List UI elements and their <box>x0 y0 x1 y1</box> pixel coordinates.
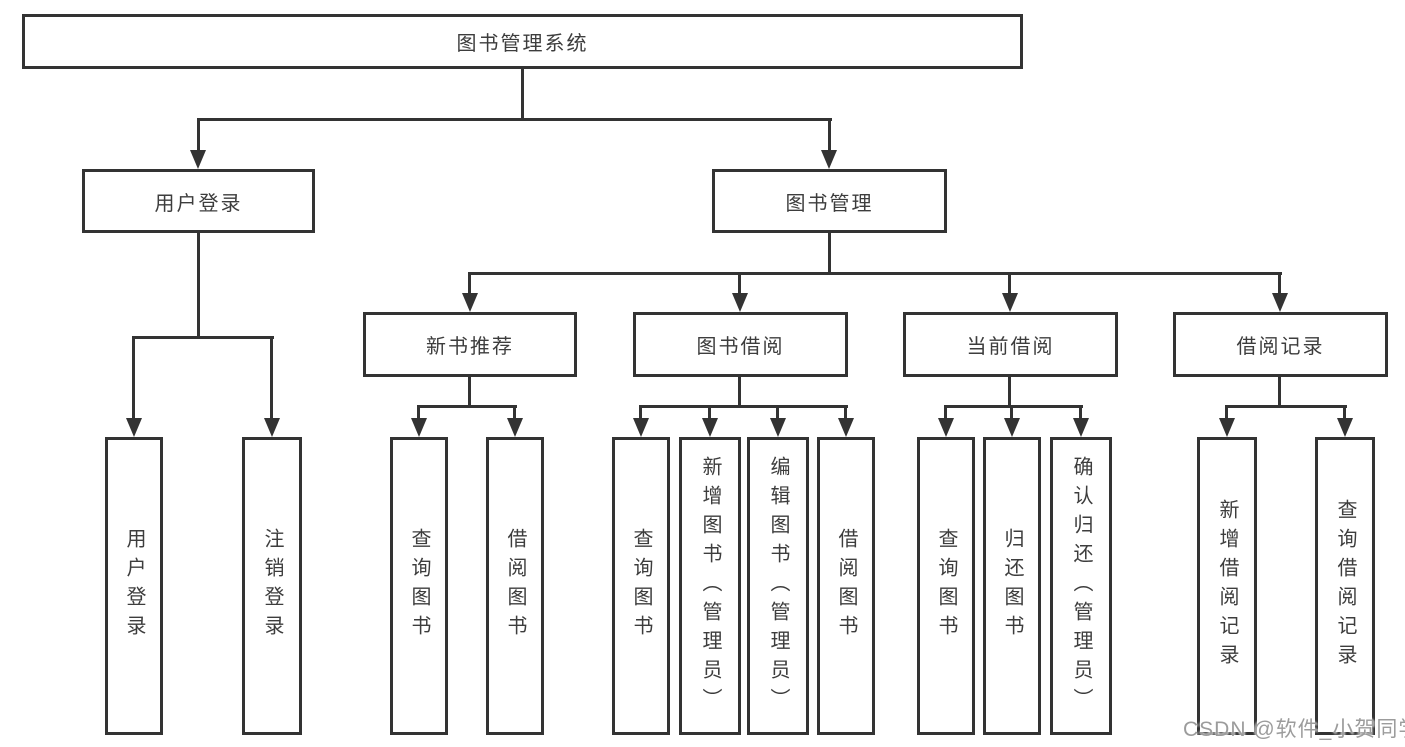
node-new-book-rec-label: 新书推荐 <box>426 336 514 358</box>
connector-current-borrow-feed <box>1008 377 1011 408</box>
connector-stub <box>944 408 947 419</box>
connector-rail <box>417 405 517 408</box>
node-new-book-rec: 新书推荐 <box>363 312 577 377</box>
leaf-logout: 注销登录 <box>242 437 302 735</box>
leaf-query-books-c: 查询图书 <box>917 437 975 735</box>
connector-stub <box>708 408 711 419</box>
connector-book-mgmt-feed <box>828 233 831 275</box>
connector-level2-rail <box>197 118 832 121</box>
leaf-query-books-b: 查询图书 <box>612 437 670 735</box>
leaf-return-book: 归还图书 <box>983 437 1041 735</box>
connector-stub <box>844 408 847 419</box>
leaf-confirm-return-label: 确认归还（管理员） <box>1070 455 1092 717</box>
arrow-down-icon <box>1272 293 1288 312</box>
leaf-user-login-label: 用户登录 <box>123 528 145 644</box>
node-root: 图书管理系统 <box>22 14 1023 69</box>
arrow-down-icon <box>507 418 523 437</box>
connector-stub <box>738 275 741 294</box>
connector-book-borrow-feed <box>738 377 741 408</box>
arrow-down-icon <box>633 418 649 437</box>
arrow-down-icon <box>190 150 206 169</box>
leaf-query-books-c-label: 查询图书 <box>935 528 957 644</box>
leaf-borrow-books-b: 借阅图书 <box>817 437 875 735</box>
connector-stub <box>270 339 273 419</box>
arrow-down-icon <box>770 418 786 437</box>
node-book-mgmt: 图书管理 <box>712 169 947 233</box>
connector-stub <box>776 408 779 419</box>
node-book-borrow: 图书借阅 <box>633 312 848 377</box>
connector-stub <box>1010 408 1013 419</box>
connector-stub <box>1225 408 1228 419</box>
connector-user-login-rail <box>132 336 274 339</box>
arrow-down-icon <box>1073 418 1089 437</box>
arrow-down-icon <box>838 418 854 437</box>
node-user-login-label: 用户登录 <box>154 192 243 215</box>
node-borrow-records: 借阅记录 <box>1173 312 1388 377</box>
leaf-add-borrow-record-label: 新增借阅记录 <box>1216 499 1238 673</box>
arrow-down-icon <box>1337 418 1353 437</box>
leaf-return-book-label: 归还图书 <box>1001 528 1023 644</box>
connector-stub <box>132 339 135 419</box>
node-borrow-records-label: 借阅记录 <box>1236 336 1325 358</box>
connector-rail <box>639 405 848 408</box>
leaf-logout-label: 注销登录 <box>261 528 283 644</box>
connector-stub <box>417 408 420 419</box>
arrow-down-icon <box>732 293 748 312</box>
node-book-mgmt-label: 图书管理 <box>785 192 874 215</box>
connector-level3-rail <box>468 272 1282 275</box>
node-current-borrow-label: 当前借阅 <box>966 336 1055 358</box>
arrow-down-icon <box>702 418 718 437</box>
arrow-down-icon <box>821 150 837 169</box>
connector-stub <box>828 121 831 152</box>
leaf-query-books-a: 查询图书 <box>390 437 448 735</box>
arrow-down-icon <box>264 418 280 437</box>
leaf-borrow-books-a-label: 借阅图书 <box>504 528 526 644</box>
connector-stub <box>197 121 200 152</box>
arrow-down-icon <box>1002 293 1018 312</box>
node-root-label: 图书管理系统 <box>456 33 589 55</box>
leaf-confirm-return: 确认归还（管理员） <box>1050 437 1112 735</box>
leaf-add-book-label: 新增图书（管理员） <box>699 455 721 717</box>
arrow-down-icon <box>462 293 478 312</box>
connector-rail <box>1225 405 1347 408</box>
leaf-borrow-books-b-label: 借阅图书 <box>835 528 857 644</box>
leaf-borrow-books-a: 借阅图书 <box>486 437 544 735</box>
connector-stub <box>1008 275 1011 294</box>
connector-stub <box>513 408 516 419</box>
node-user-login: 用户登录 <box>82 169 315 233</box>
leaf-add-borrow-record: 新增借阅记录 <box>1197 437 1257 735</box>
connector-stub <box>1343 408 1346 419</box>
csdn-watermark: CSDN @软件_小贺同学 <box>1183 718 1405 741</box>
connector-records-feed <box>1278 377 1281 408</box>
connector-user-login-feed <box>197 233 200 339</box>
leaf-edit-book-label: 编辑图书（管理员） <box>767 455 789 717</box>
arrow-down-icon <box>1004 418 1020 437</box>
arrow-down-icon <box>411 418 427 437</box>
leaf-edit-book: 编辑图书（管理员） <box>747 437 809 735</box>
leaf-user-login: 用户登录 <box>105 437 163 735</box>
leaf-query-books-a-label: 查询图书 <box>408 528 430 644</box>
connector-stub <box>1079 408 1082 419</box>
connector-stub <box>639 408 642 419</box>
connector-root-feed <box>521 69 524 121</box>
connector-rail <box>944 405 1083 408</box>
connector-stub <box>468 275 471 294</box>
leaf-query-books-b-label: 查询图书 <box>630 528 652 644</box>
connector-new-book-feed <box>468 377 471 408</box>
node-current-borrow: 当前借阅 <box>903 312 1118 377</box>
connector-stub <box>1278 275 1281 294</box>
arrow-down-icon <box>1219 418 1235 437</box>
leaf-query-borrow-record-label: 查询借阅记录 <box>1334 499 1356 673</box>
arrow-down-icon <box>126 418 142 437</box>
arrow-down-icon <box>938 418 954 437</box>
node-book-borrow-label: 图书借阅 <box>696 336 785 358</box>
leaf-query-borrow-record: 查询借阅记录 <box>1315 437 1375 735</box>
leaf-add-book: 新增图书（管理员） <box>679 437 741 735</box>
